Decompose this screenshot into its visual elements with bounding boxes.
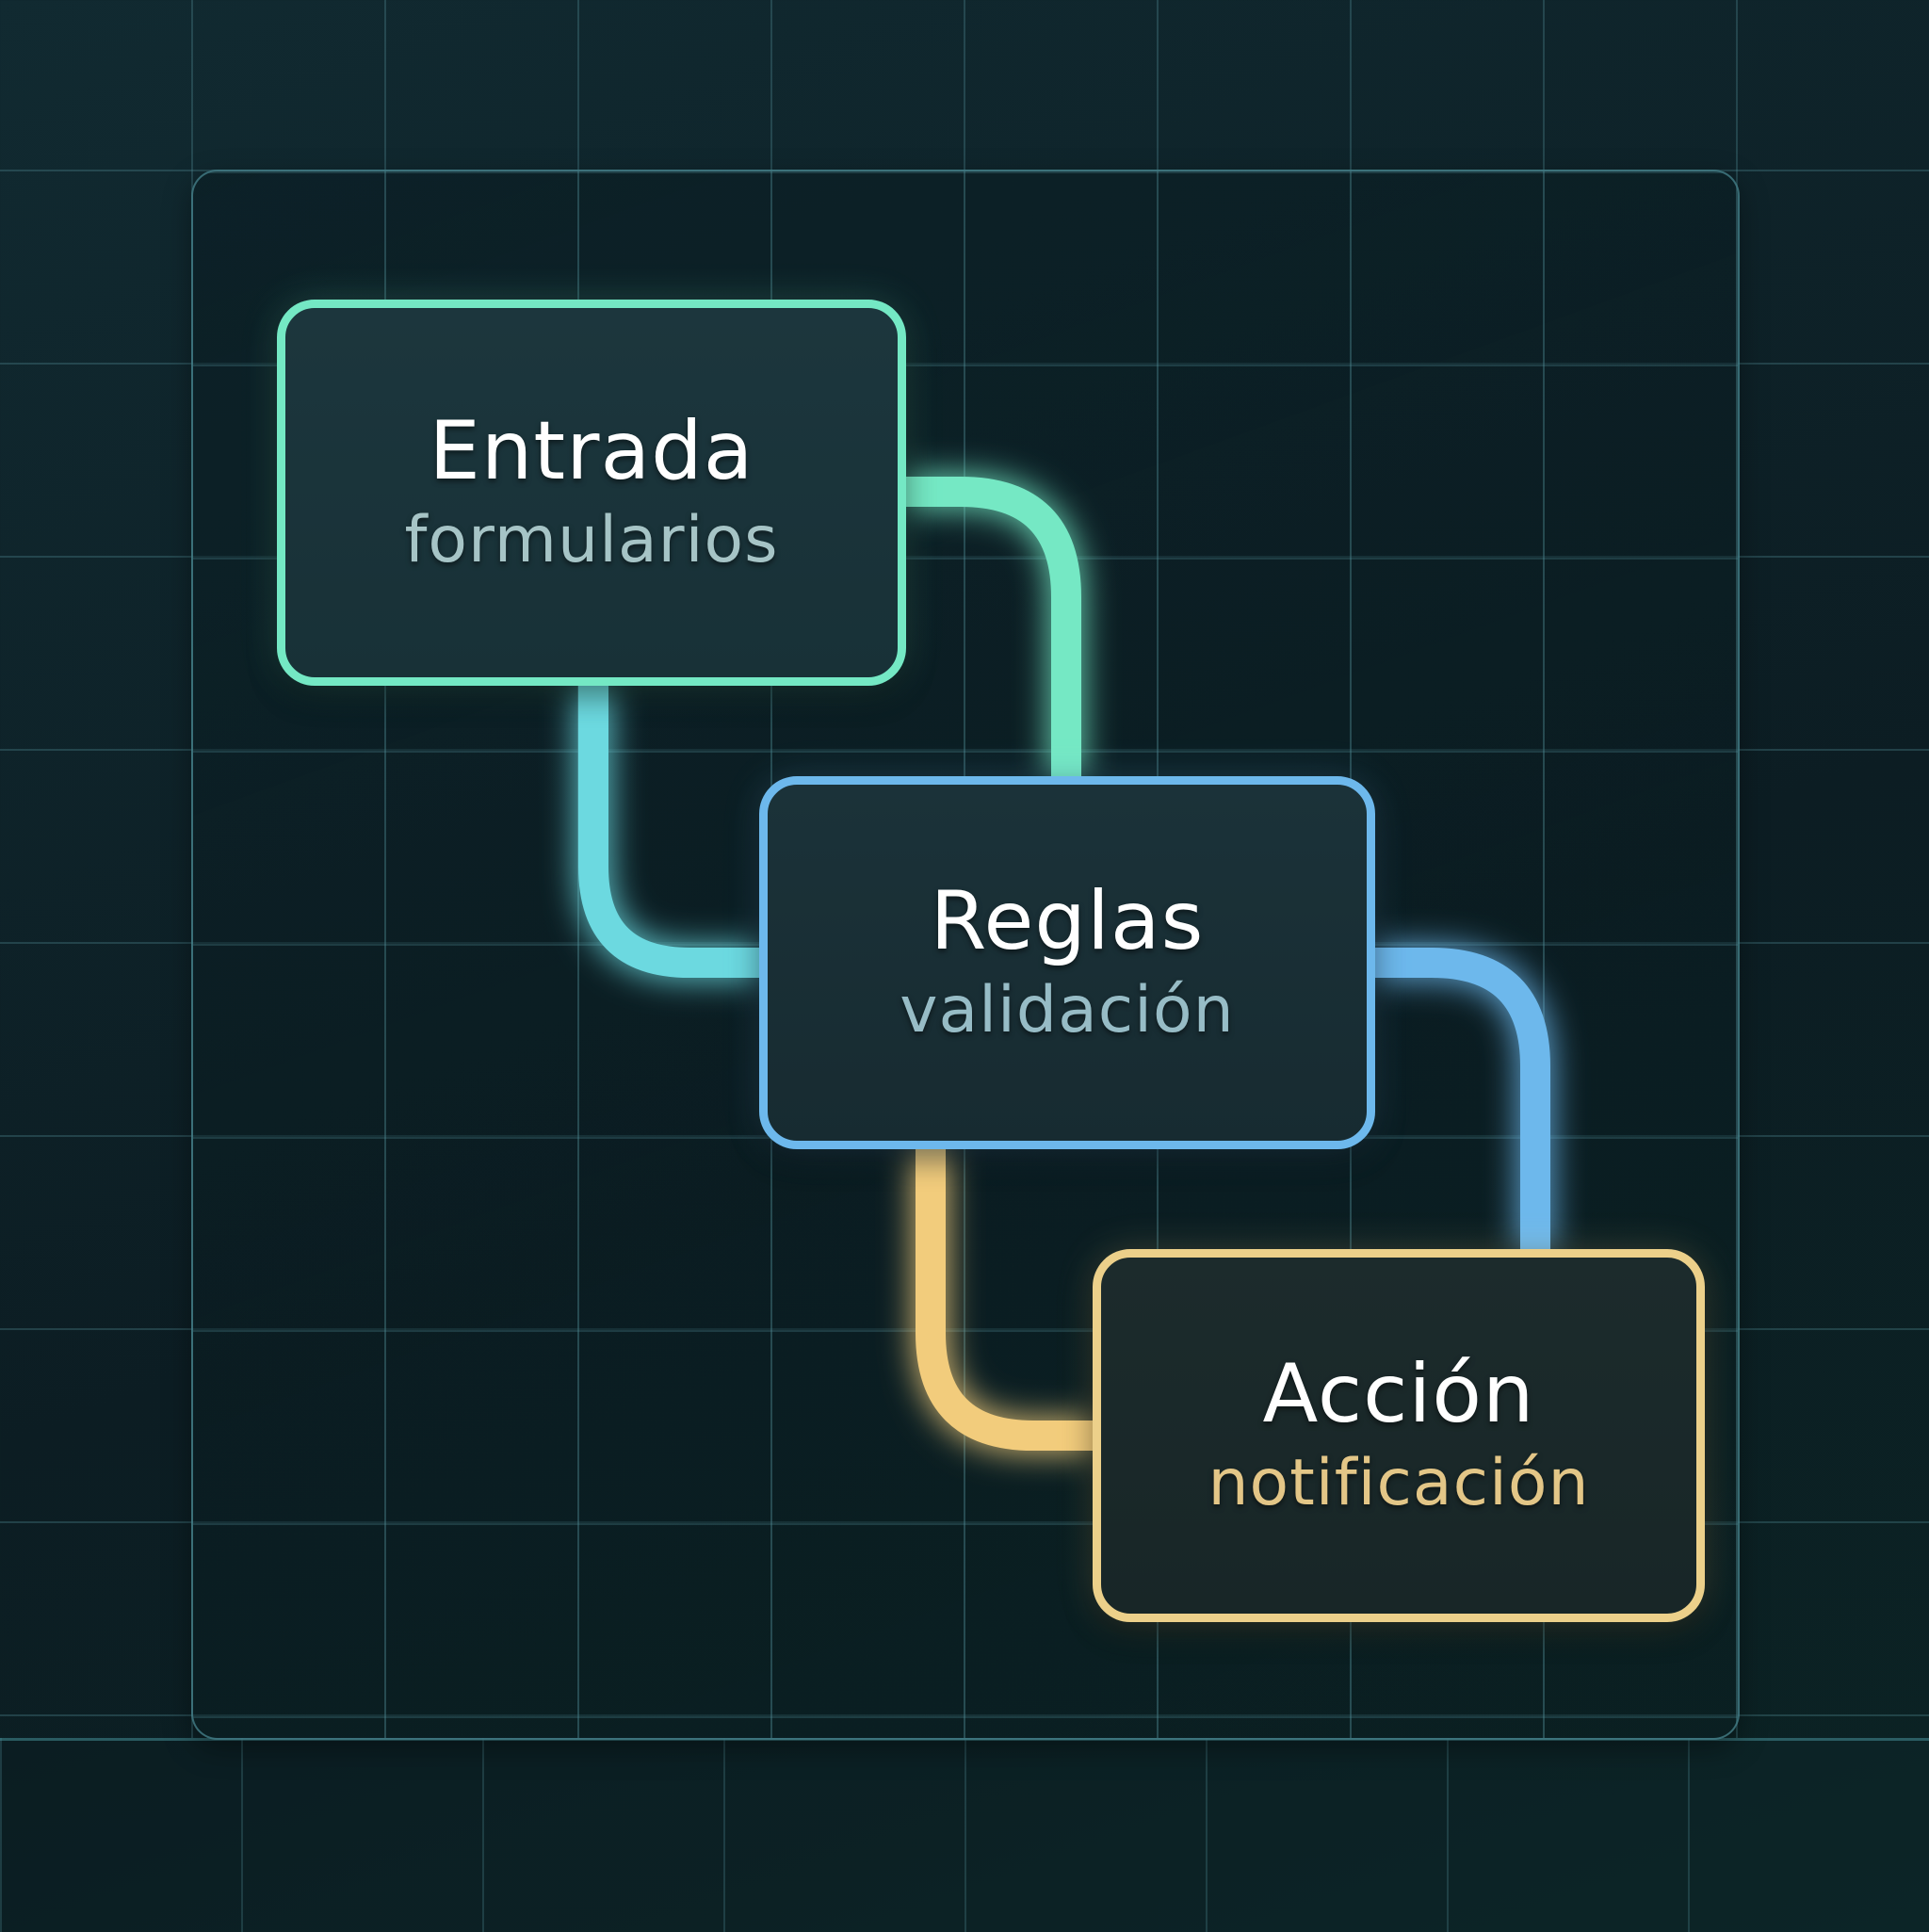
node-reglas[interactable]: Reglas validación (759, 776, 1375, 1149)
node-subtitle: formularios (404, 502, 779, 577)
node-subtitle: notificación (1208, 1445, 1590, 1520)
node-accion[interactable]: Acción notificación (1093, 1249, 1705, 1622)
node-title: Acción (1262, 1346, 1535, 1441)
node-title: Entrada (429, 403, 754, 498)
node-title: Reglas (930, 873, 1205, 968)
node-subtitle: validación (900, 972, 1235, 1047)
node-entrada[interactable]: Entrada formularios (277, 300, 906, 686)
background-grid-footer (0, 1738, 1929, 1932)
